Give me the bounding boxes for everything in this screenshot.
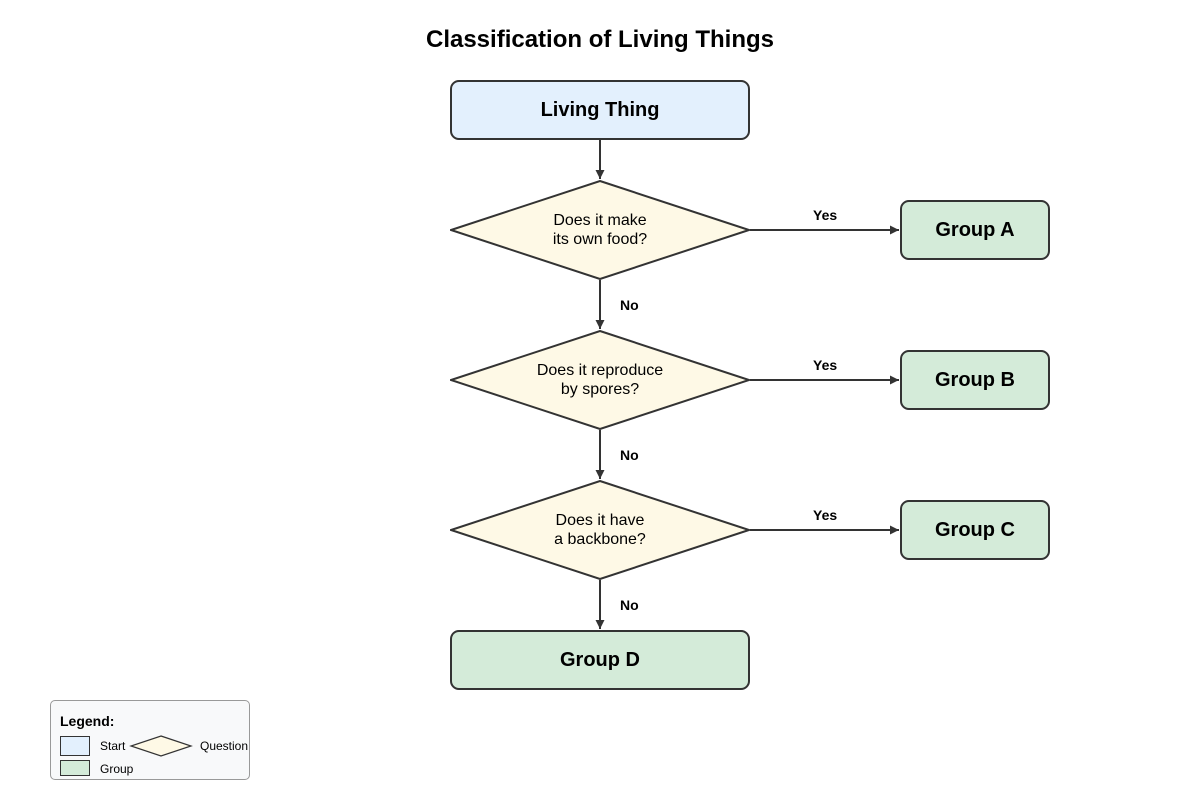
edge-label-yes-q2: Yes: [813, 357, 838, 373]
edge-label-no-q2: No: [620, 447, 639, 463]
decision-node-spores: Does it reproduce by spores?: [447, 329, 753, 431]
legend-label-start: Start: [100, 739, 126, 753]
diamond-shape: [447, 329, 753, 431]
start-node-living-thing: Living Thing: [450, 80, 750, 140]
edge-label-no-q1: No: [620, 297, 639, 313]
decision-label-makes-food: Does it make its own food?: [552, 212, 648, 248]
group-node-b: Group B: [900, 350, 1050, 410]
legend: Legend: Start Question Group: [50, 700, 250, 780]
diamond-shape: [447, 479, 753, 581]
decision-node-backbone: Does it have a backbone?: [447, 479, 753, 581]
decision-label-backbone: Does it have a backbone?: [554, 512, 646, 548]
edge-label-yes-q1: Yes: [813, 207, 838, 223]
decision-label-spores: Does it reproduce by spores?: [536, 362, 664, 398]
group-b-label: Group B: [935, 368, 1015, 391]
legend-swatch-group: [60, 760, 90, 776]
diagram-title: Classification of Living Things: [425, 26, 775, 53]
legend-swatch-question: [129, 735, 193, 757]
group-a-label: Group A: [935, 218, 1015, 241]
group-d-label: Group D: [560, 648, 640, 671]
legend-label-question: Question: [200, 739, 249, 753]
group-node-a: Group A: [900, 200, 1050, 260]
group-node-d: Group D: [450, 630, 750, 690]
legend-title: Legend:: [60, 713, 115, 729]
diamond-shape: [447, 179, 753, 281]
decision-node-makes-food: Does it make its own food?: [447, 179, 753, 281]
edge-label-no-q3: No: [620, 597, 639, 613]
start-node-label: Living Thing: [540, 98, 660, 121]
edge-label-yes-q3: Yes: [813, 507, 838, 523]
group-node-c: Group C: [900, 500, 1050, 560]
legend-swatch-start: [60, 736, 90, 756]
group-c-label: Group C: [935, 518, 1015, 541]
legend-label-group: Group: [100, 762, 134, 776]
